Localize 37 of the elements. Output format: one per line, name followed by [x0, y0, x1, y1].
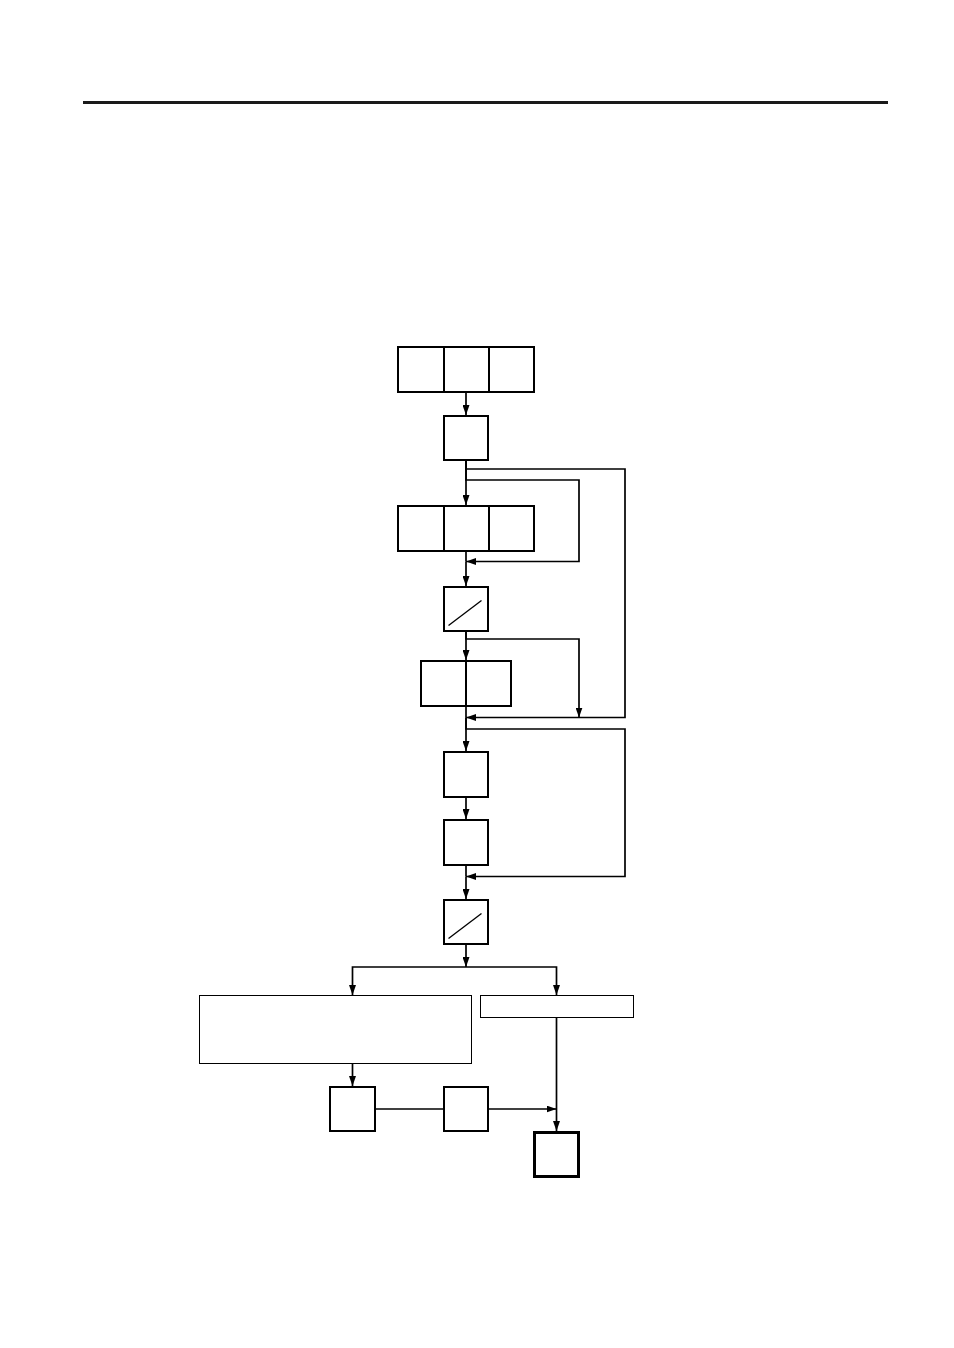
arrow [462, 392, 470, 416]
wide-box [199, 995, 472, 1064]
box-cell [397, 505, 445, 552]
connector-line [465, 460, 626, 719]
arrow [465, 966, 560, 996]
box-cell [467, 660, 512, 707]
arrow [462, 797, 470, 820]
arrow [488, 1105, 558, 1113]
connector-line [465, 551, 467, 563]
connector-line [375, 1108, 444, 1110]
process-box [443, 751, 489, 798]
connector-line [555, 1017, 558, 1110]
arrow [553, 1108, 560, 1132]
arrow [349, 1063, 356, 1087]
process-box [443, 819, 489, 866]
process-box [443, 1086, 489, 1132]
wide-box [480, 995, 634, 1018]
process-box [329, 1086, 376, 1132]
arrow [462, 944, 470, 968]
box-cell [489, 346, 535, 393]
box-cell [489, 505, 535, 552]
box-cell [397, 346, 445, 393]
connector-line [465, 865, 467, 878]
box-cell [420, 660, 468, 707]
process-box [443, 586, 489, 632]
arrow [462, 560, 470, 587]
box-cell [444, 346, 490, 393]
connector-line [465, 706, 467, 719]
arrow [465, 631, 583, 719]
arrow [465, 714, 580, 721]
box-cell [444, 505, 490, 552]
process-box [443, 415, 489, 461]
arrow [349, 966, 467, 996]
process-box [533, 1131, 580, 1178]
process-box [443, 899, 489, 945]
arrow [465, 716, 626, 880]
arrow [462, 875, 470, 900]
